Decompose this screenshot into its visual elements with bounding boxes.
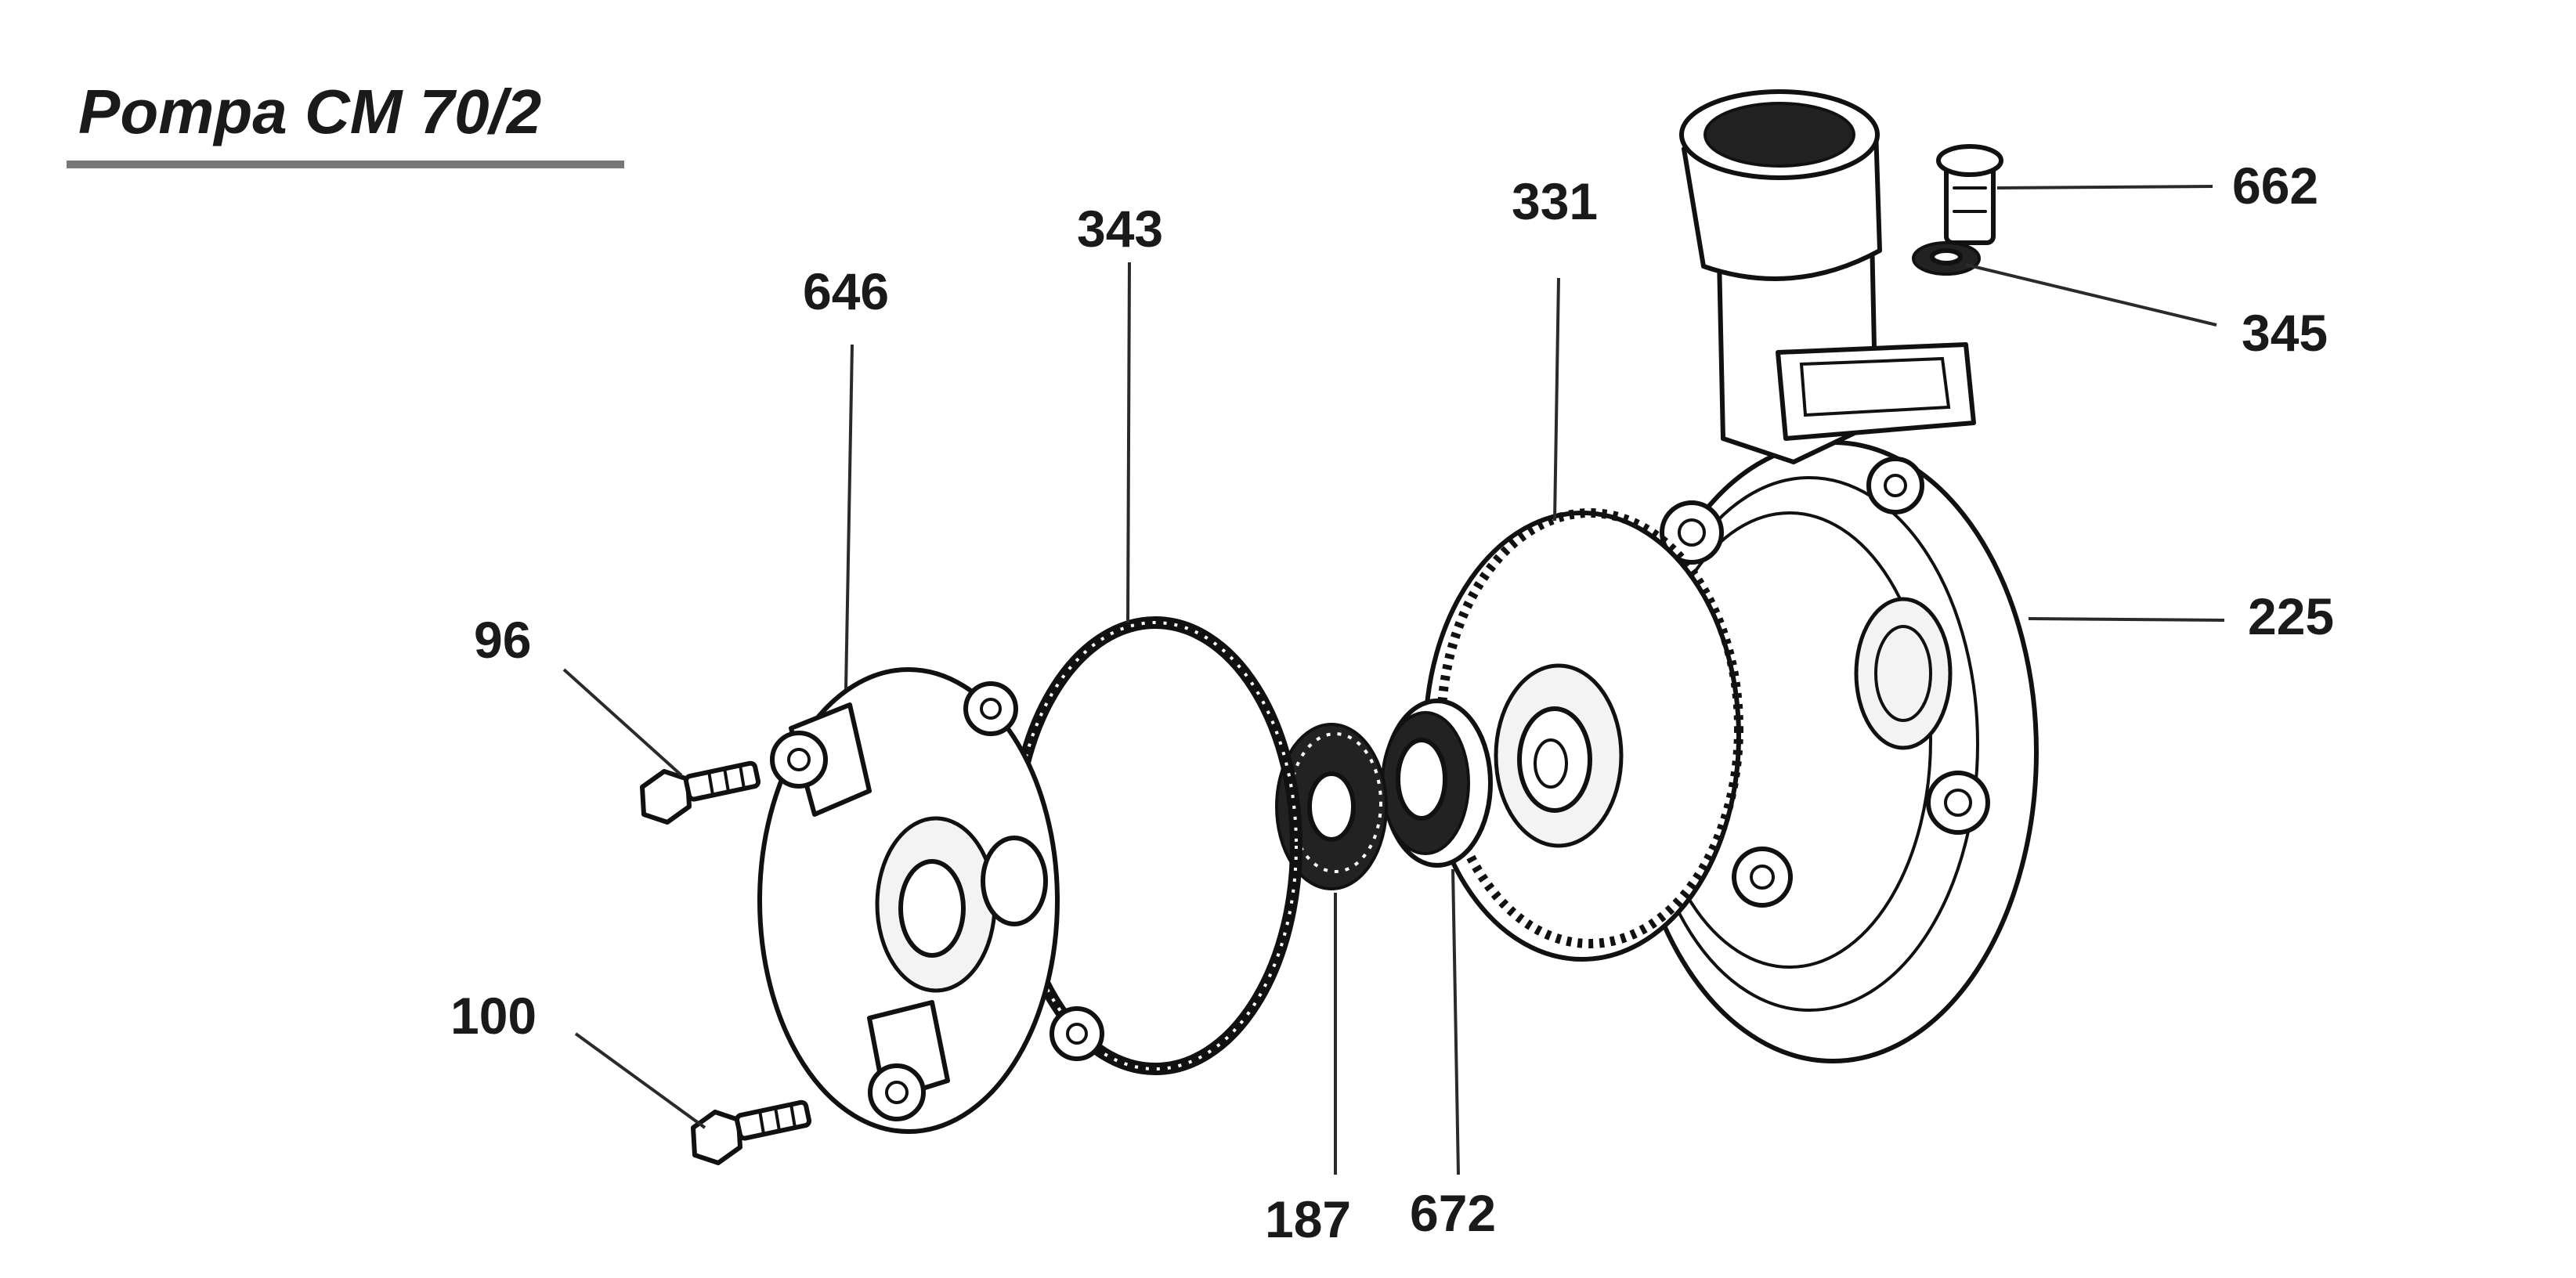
seal-ring-672 [1381,699,1493,868]
label-646: 646 [803,262,889,320]
mechanical-seal-187 [1275,723,1388,890]
label-662: 662 [2232,157,2318,215]
pump-casing-225 [1627,89,2039,1063]
diagram-title: Pompa CM 70/2 [78,77,541,146]
leader-662 [1996,185,2213,190]
leader-100 [574,1032,706,1129]
leader-345 [1965,263,2217,327]
label-225: 225 [2248,587,2334,645]
washer-345 [1912,241,1981,276]
leader-96 [562,668,683,777]
label-343: 343 [1077,200,1163,258]
label-187: 187 [1265,1190,1351,1248]
leader-672 [1451,868,1460,1175]
leader-331 [1553,277,1560,522]
impeller-331 [1423,508,1743,962]
bolt-100 [691,1099,812,1165]
leader-225 [2028,617,2225,622]
title-underline [67,161,624,168]
o-ring-gasket-343 [1008,616,1302,1075]
pump-cover-646 [757,667,1104,1134]
bolt-96 [640,760,761,825]
leader-343 [1126,262,1131,623]
label-672: 672 [1410,1184,1496,1242]
label-96: 96 [474,611,531,669]
label-331: 331 [1512,172,1598,230]
label-100: 100 [450,987,537,1045]
drain-plug-662 [1936,144,2003,245]
leader-646 [844,344,854,690]
label-345: 345 [2242,304,2328,362]
